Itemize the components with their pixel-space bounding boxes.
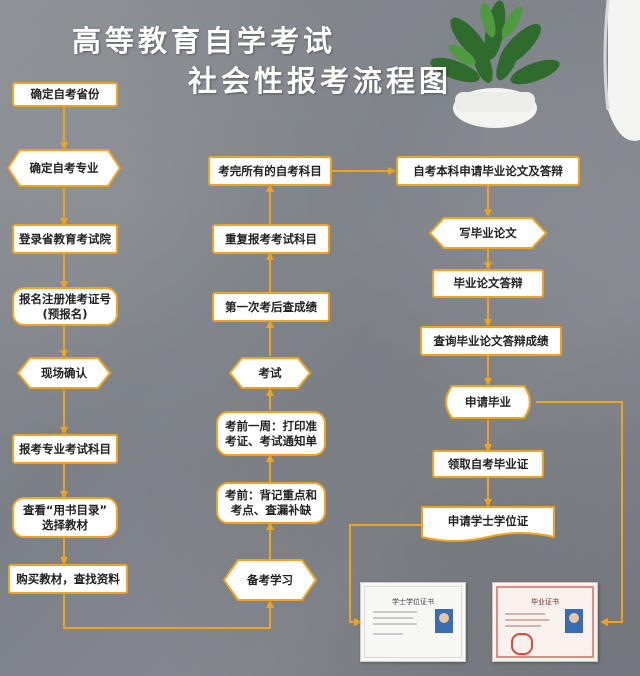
- degree-cert-title: 学士学位证书: [392, 598, 434, 606]
- finish-step: 考完所有的自考科目: [208, 156, 332, 186]
- province-step: 确定自考省份: [12, 82, 118, 107]
- get-cert-label: 领取自考毕业证: [447, 456, 529, 471]
- graduation-diploma: 毕业证书: [492, 582, 598, 662]
- register-step: 报名注册准考证号 (预报名): [12, 287, 118, 326]
- province-label: 确定自考省份: [30, 87, 100, 101]
- register-label-1: 报名注册准考证号: [19, 291, 111, 306]
- login-step: 登录省教育考试院: [12, 224, 118, 254]
- check-score-label: 第一次考后查成绩: [225, 299, 317, 314]
- potted-plant-icon: [430, 0, 560, 128]
- repeat-label: 重复报考考试科目: [225, 231, 317, 246]
- title-line-1: 高等教育自学考试: [72, 24, 337, 58]
- login-label: 登录省教育考试院: [19, 231, 111, 246]
- major-label: 确定自考专业: [29, 160, 99, 175]
- defense-score-step: 查询毕业论文答辩成绩: [420, 326, 562, 356]
- coffee-cup-icon: [603, 0, 640, 141]
- confirm-label: 现场确认: [41, 365, 87, 380]
- review-step: 考前：背记重点和 考点、查漏补缺: [216, 482, 326, 524]
- study-step: [222, 559, 318, 601]
- print-label-2: 考证、考试通知单: [225, 433, 317, 448]
- apply-thesis-step: 自考本科申请毕业论文及答辩: [396, 156, 580, 186]
- enroll-step: 报考专业考试科目: [12, 434, 118, 464]
- review-label-1: 考前：背记重点和: [225, 488, 317, 502]
- graduate-label: 申请毕业: [465, 394, 511, 409]
- exam-step: [228, 357, 312, 389]
- enroll-label: 报考专业考试科目: [19, 441, 111, 456]
- get-cert-step: 领取自考毕业证: [432, 450, 544, 478]
- repeat-step: 重复报考考试科目: [212, 224, 330, 254]
- check-score-step: 第一次考后查成绩: [212, 292, 330, 322]
- confirm-step: [16, 357, 112, 389]
- write-thesis-step: [428, 217, 548, 249]
- exam-label: 考试: [258, 365, 282, 380]
- apply-thesis-label: 自考本科申请毕业论文及答辩: [413, 163, 563, 178]
- finish-label: 考完所有的自考科目: [218, 163, 322, 178]
- booklist-step: 查看“用书目录” 选择教材: [12, 497, 118, 538]
- booklist-label-2: 选择教材: [42, 517, 88, 532]
- buy-step: 购买教材，查找资料: [8, 564, 128, 594]
- write-thesis-label: 写毕业论文: [459, 225, 517, 240]
- study-label: 备考学习: [247, 572, 293, 587]
- print-step: 考前一周：打印准 考证、考试通知单: [216, 411, 326, 456]
- review-label-2: 考点、查漏补缺: [230, 503, 312, 517]
- major-step: [6, 149, 122, 187]
- bachelor-degree-certificate: 学士学位证书: [360, 582, 466, 662]
- graduate-step: [445, 385, 531, 419]
- print-label-1: 考前一周：打印准: [225, 418, 317, 433]
- degree-label: 申请学士学位证: [447, 513, 529, 528]
- booklist-label-1: 查看“用书目录”: [22, 502, 108, 517]
- title-line-2: 社会性报考流程图: [188, 64, 453, 98]
- diploma-title: 毕业证书: [531, 598, 559, 606]
- defense-label: 毕业论文答辩: [453, 276, 523, 290]
- defense-step: 毕业论文答辩: [432, 269, 544, 298]
- register-label-2: (预报名): [42, 306, 88, 321]
- defense-score-label: 查询毕业论文答辩成绩: [433, 333, 549, 348]
- diploma-seal: [511, 633, 533, 655]
- degree-step: [421, 506, 555, 542]
- buy-label: 购买教材，查找资料: [16, 571, 120, 586]
